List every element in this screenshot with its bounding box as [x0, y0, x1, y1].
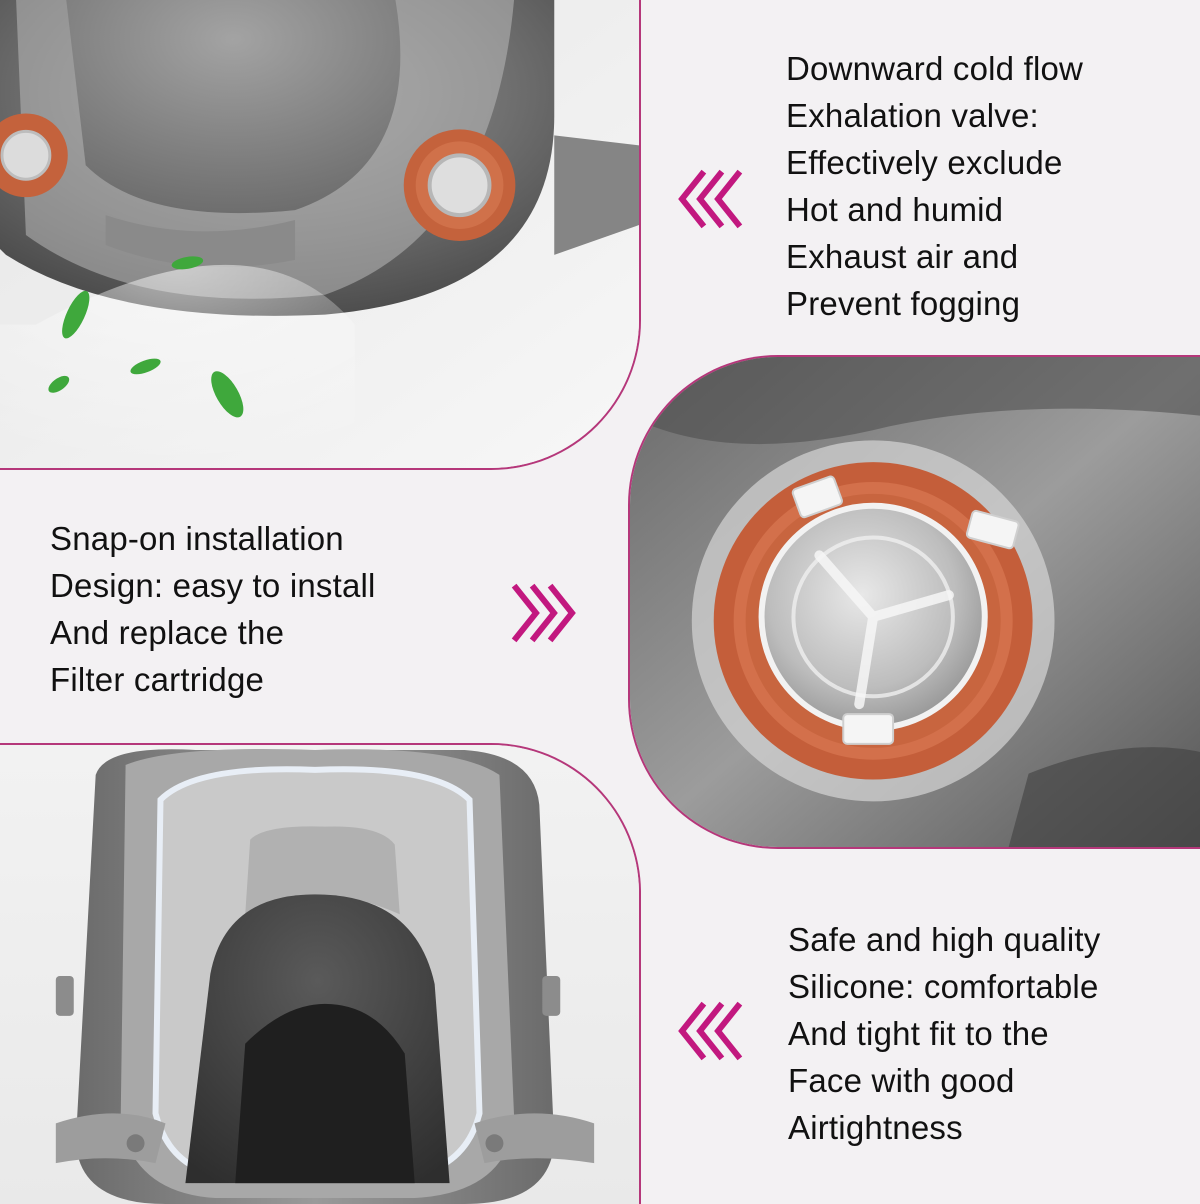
feature-line: Exhaust air and [786, 238, 1019, 275]
mask-interior-photo [0, 743, 641, 1204]
feature-line: And replace the [50, 614, 285, 651]
feature-line: Airtightness [788, 1109, 963, 1146]
snap-on-installation-text: Snap-on installation Design: easy to ins… [50, 515, 376, 703]
filter-cartridge-photo [628, 355, 1200, 849]
exhalation-valve-text: Downward cold flow Exhalation valve: Eff… [786, 45, 1083, 327]
feature-line: Effectively exclude [786, 144, 1063, 181]
feature-line: Prevent fogging [786, 285, 1021, 322]
feature-line: Exhalation valve: [786, 97, 1039, 134]
feature-line: Hot and humid [786, 191, 1004, 228]
chevrons-left-icon [676, 996, 746, 1066]
feature-line: And tight fit to the [788, 1015, 1049, 1052]
feature-line: Safe and high quality [788, 921, 1101, 958]
chevrons-left-icon [676, 164, 746, 234]
chevrons-right-icon [508, 578, 578, 648]
feature-line: Design: easy to install [50, 567, 376, 604]
feature-line: Silicone: comfortable [788, 968, 1099, 1005]
feature-line: Downward cold flow [786, 50, 1084, 87]
feature-line: Face with good [788, 1062, 1015, 1099]
exhalation-valve-photo [0, 0, 641, 470]
feature-line: Filter cartridge [50, 661, 265, 698]
feature-line: Snap-on installation [50, 520, 344, 557]
silicone-fit-text: Safe and high quality Silicone: comforta… [788, 916, 1100, 1151]
